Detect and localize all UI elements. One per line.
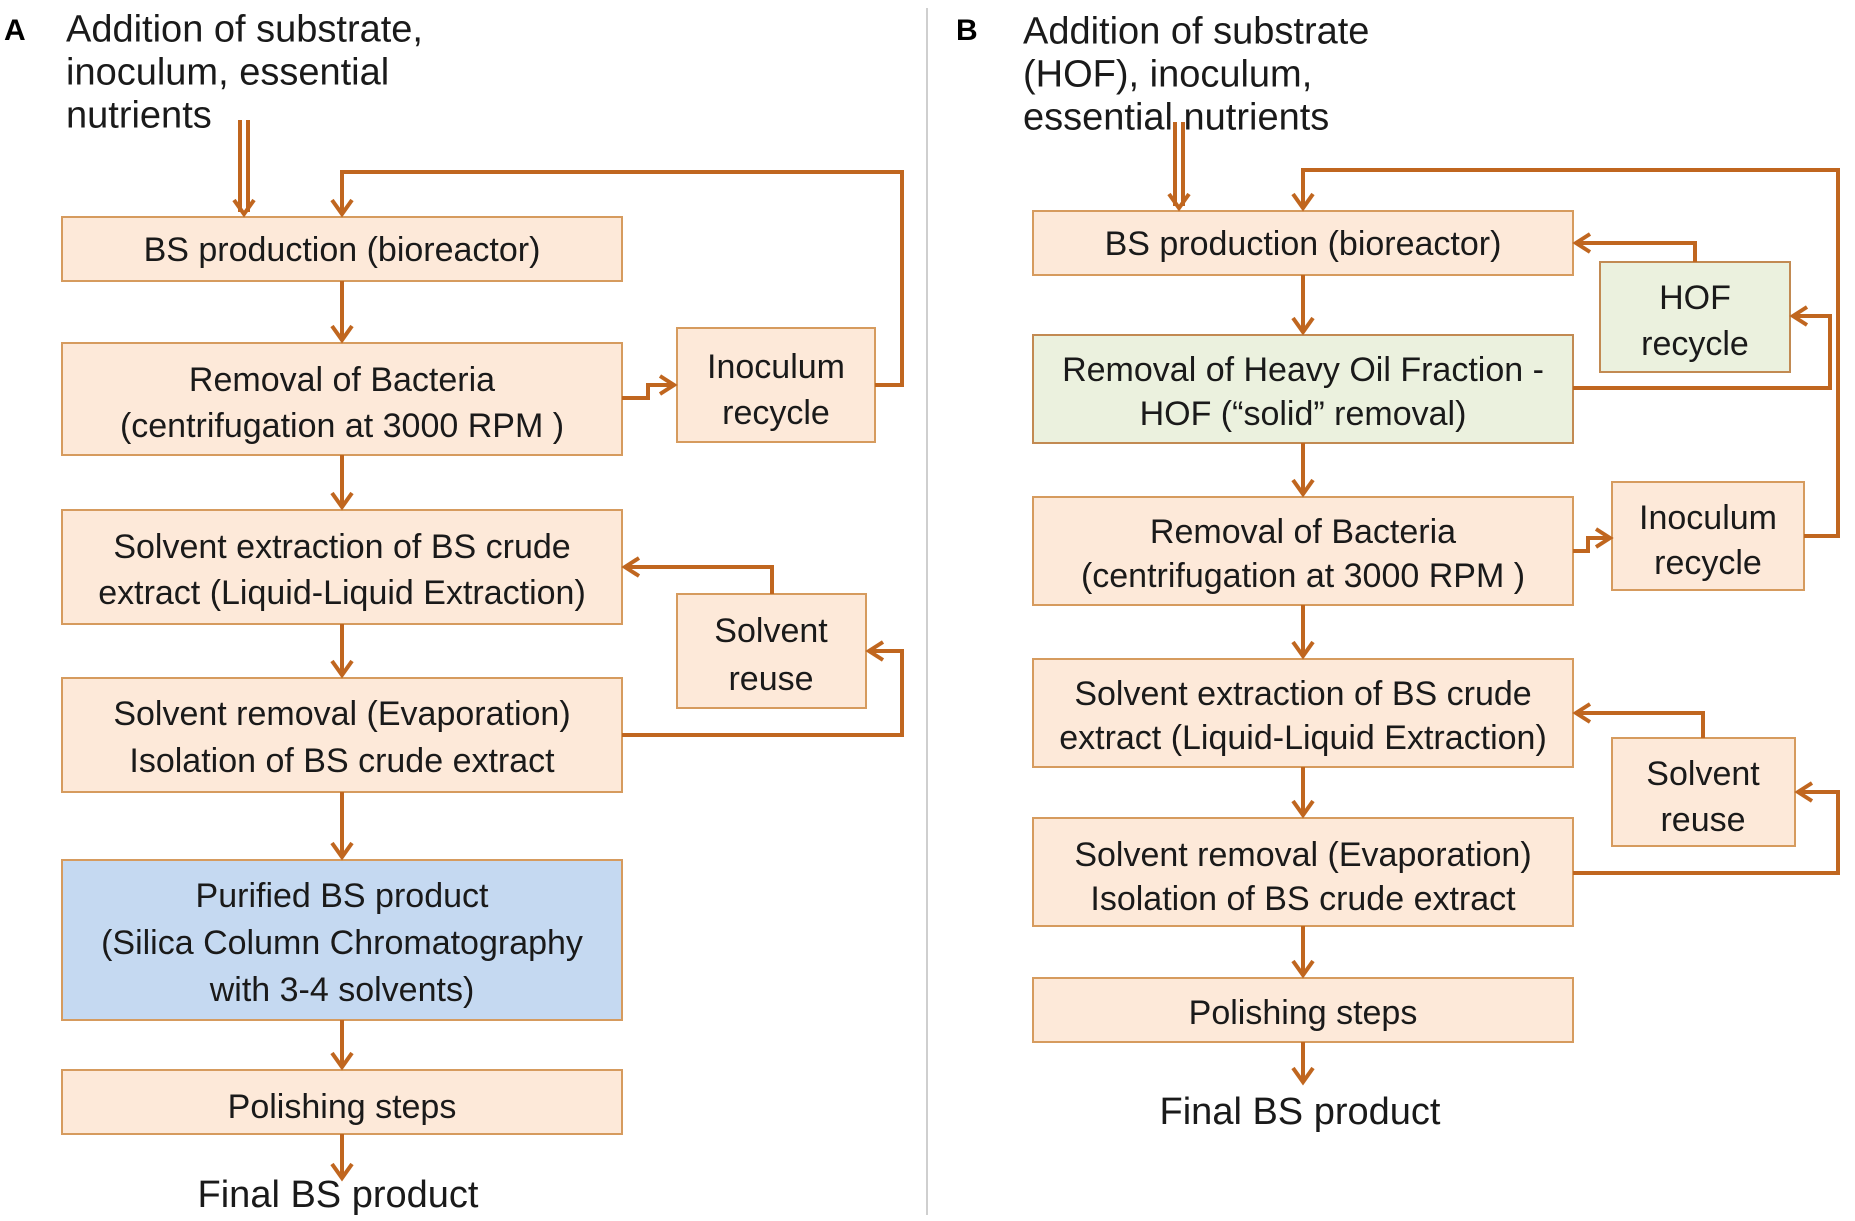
text-line: Solvent (1646, 755, 1760, 793)
text-line: Solvent (714, 612, 828, 650)
panel-a-bacteria-removal-box: Removal of Bacteria (centrifugation at 30… (61, 342, 623, 456)
text-line: (HOF), inoculum, (1023, 53, 1312, 95)
panel-b-hof-recycle-return-arrow (1576, 241, 1697, 262)
panel-a-solvent-reuse-box: Solvent reuse (676, 593, 867, 709)
panel-b-hof-removal-box: Removal of Heavy Oil Fraction - HOF (“sol… (1032, 334, 1574, 444)
panel-a-inoculum-loop-arrow (340, 170, 904, 387)
text-line: Solvent extraction of BS crude (113, 528, 570, 566)
panel-a-label: A (4, 14, 26, 47)
text-line: Solvent extraction of BS crude (1074, 675, 1531, 713)
text-line: Polishing steps (1189, 994, 1418, 1032)
panel-b-arrows (1167, 122, 1840, 1086)
text-line: Inoculum (707, 348, 845, 386)
text-line: (Silica Column Chromatography (101, 924, 583, 962)
panel-a-purified-box: Purified BS product (Silica Column Chroma… (61, 859, 623, 1021)
text-line: reuse (1660, 801, 1745, 839)
text-line: BS production (bioreactor) (1105, 225, 1502, 263)
panel-a-output-text: Final BS product (198, 1174, 479, 1216)
panel-b-solvent-reuse-return-arrow (1576, 711, 1705, 738)
text-line: with 3-4 solvents) (209, 971, 475, 1009)
text-line: inoculum, essential (66, 51, 389, 93)
svg-text:Purified BS product(Silica Col: Purified BS product (Silica Column Chroma… (101, 877, 583, 1009)
panel-a-polishing-box: Polishing steps (61, 1069, 623, 1135)
panel-b-solvent-removal-box: Solvent removal (Evaporation) Isolation o… (1032, 817, 1574, 927)
panel-a-to-inoculum-arrow (622, 383, 672, 400)
panel-b-hof-recycle-box: HOF recycle (1599, 261, 1791, 373)
text-line: (centrifugation at 3000 RPM ) (120, 407, 564, 445)
panel-a-solvent-removal-box: Solvent removal (Evaporation) Isolation o… (61, 677, 623, 793)
panel-b-polishing-box: Polishing steps (1032, 977, 1574, 1043)
panel-b-to-hof-recycle-arrow (1573, 314, 1832, 390)
text-line: HOF (“solid” removal) (1140, 395, 1467, 433)
text-line: Addition of substrate, (66, 8, 423, 50)
svg-text:Solvent extraction of BS crude: Solvent extraction of BS crude extract (L… (98, 528, 586, 612)
panel-a-to-solvent-reuse-arrow (622, 649, 904, 737)
panel-b-input-text: Addition of substrate(HOF), inoculum,ess… (1023, 10, 1369, 138)
text-line: Removal of Heavy Oil Fraction - (1062, 351, 1544, 389)
text-line: Polishing steps (228, 1088, 457, 1126)
text-line: reuse (728, 660, 813, 698)
text-line: Addition of substrate (1023, 10, 1369, 52)
text-line: Purified BS product (196, 877, 489, 915)
text-line: extract (Liquid-Liquid Extraction) (98, 574, 586, 612)
svg-text:Removal of Heavy Oil Fraction: Removal of Heavy Oil Fraction - HOF (“sol… (1062, 351, 1544, 433)
text-line: (centrifugation at 3000 RPM ) (1081, 557, 1525, 595)
svg-text:Solvent extraction of BS crude: Solvent extraction of BS crude extract (L… (1059, 675, 1547, 757)
text-line: extract (Liquid-Liquid Extraction) (1059, 719, 1547, 757)
text-line: Removal of Bacteria (189, 361, 495, 399)
svg-text:Removal of Bacteria(centrifuga: Removal of Bacteria (centrifugation at 30… (1081, 513, 1525, 595)
text-line: nutrients (66, 94, 212, 136)
panel-b-inoculum-loop-arrow (1301, 168, 1840, 538)
svg-text:Solvent removal (Evaporation)I: Solvent removal (Evaporation) Isolation o… (113, 695, 570, 780)
panel-b-bs-production-box: BS production (bioreactor) (1032, 210, 1574, 276)
panel-b-to-solvent-reuse-arrow (1573, 790, 1840, 875)
text-line: Isolation of BS crude extract (1090, 880, 1516, 918)
svg-text:BS production (bioreactor): BS production (bioreactor) (1105, 225, 1502, 263)
text-line: recycle (722, 394, 830, 432)
panel-b: B Addition of substrate(HOF), inoculum,e… (956, 10, 1840, 1133)
panel-b-solvent-reuse-box: Solvent reuse (1611, 737, 1796, 847)
text-line: HOF (1659, 279, 1731, 317)
text-line: Inoculum (1639, 499, 1777, 537)
text-line: Removal of Bacteria (1150, 513, 1456, 551)
panel-b-bacteria-removal-box: Removal of Bacteria (centrifugation at 30… (1032, 496, 1574, 606)
text-line: recycle (1654, 544, 1762, 582)
panel-a: A Addition of substrate,inoculum, essent… (4, 8, 904, 1216)
svg-text:Solvent removal (Evaporation)I: Solvent removal (Evaporation) Isolation o… (1074, 836, 1531, 918)
panel-a-input-text: Addition of substrate,inoculum, essentia… (66, 8, 423, 136)
svg-text:BS production (bioreactor): BS production (bioreactor) (144, 231, 541, 269)
panel-a-solvent-extraction-box: Solvent extraction of BS crude extract (L… (61, 509, 623, 625)
svg-text:Polishing steps: Polishing steps (1189, 994, 1418, 1032)
text-line: Solvent removal (Evaporation) (1074, 836, 1531, 874)
svg-text:Removal of Bacteria(centrifuga: Removal of Bacteria (centrifugation at 30… (120, 361, 564, 445)
panel-b-label: B (956, 14, 978, 47)
text-line: Solvent removal (Evaporation) (113, 695, 570, 733)
panel-a-solvent-reuse-return-arrow (625, 565, 774, 594)
panel-a-bs-production-box: BS production (bioreactor) (61, 216, 623, 282)
panel-b-inoculum-recycle-box: Inoculum recycle (1611, 481, 1805, 591)
panel-a-inoculum-recycle-box: Inoculum recycle (676, 327, 876, 443)
text-line: recycle (1641, 325, 1749, 363)
panel-b-solvent-extraction-box: Solvent extraction of BS crude extract (L… (1032, 658, 1574, 768)
panel-b-to-inoculum-arrow (1573, 536, 1608, 553)
svg-text:Polishing steps: Polishing steps (228, 1088, 457, 1126)
text-line: BS production (bioreactor) (144, 231, 541, 269)
panel-b-output-text: Final BS product (1160, 1091, 1441, 1133)
panel-a-arrows (232, 120, 904, 1182)
text-line: Isolation of BS crude extract (129, 742, 555, 780)
